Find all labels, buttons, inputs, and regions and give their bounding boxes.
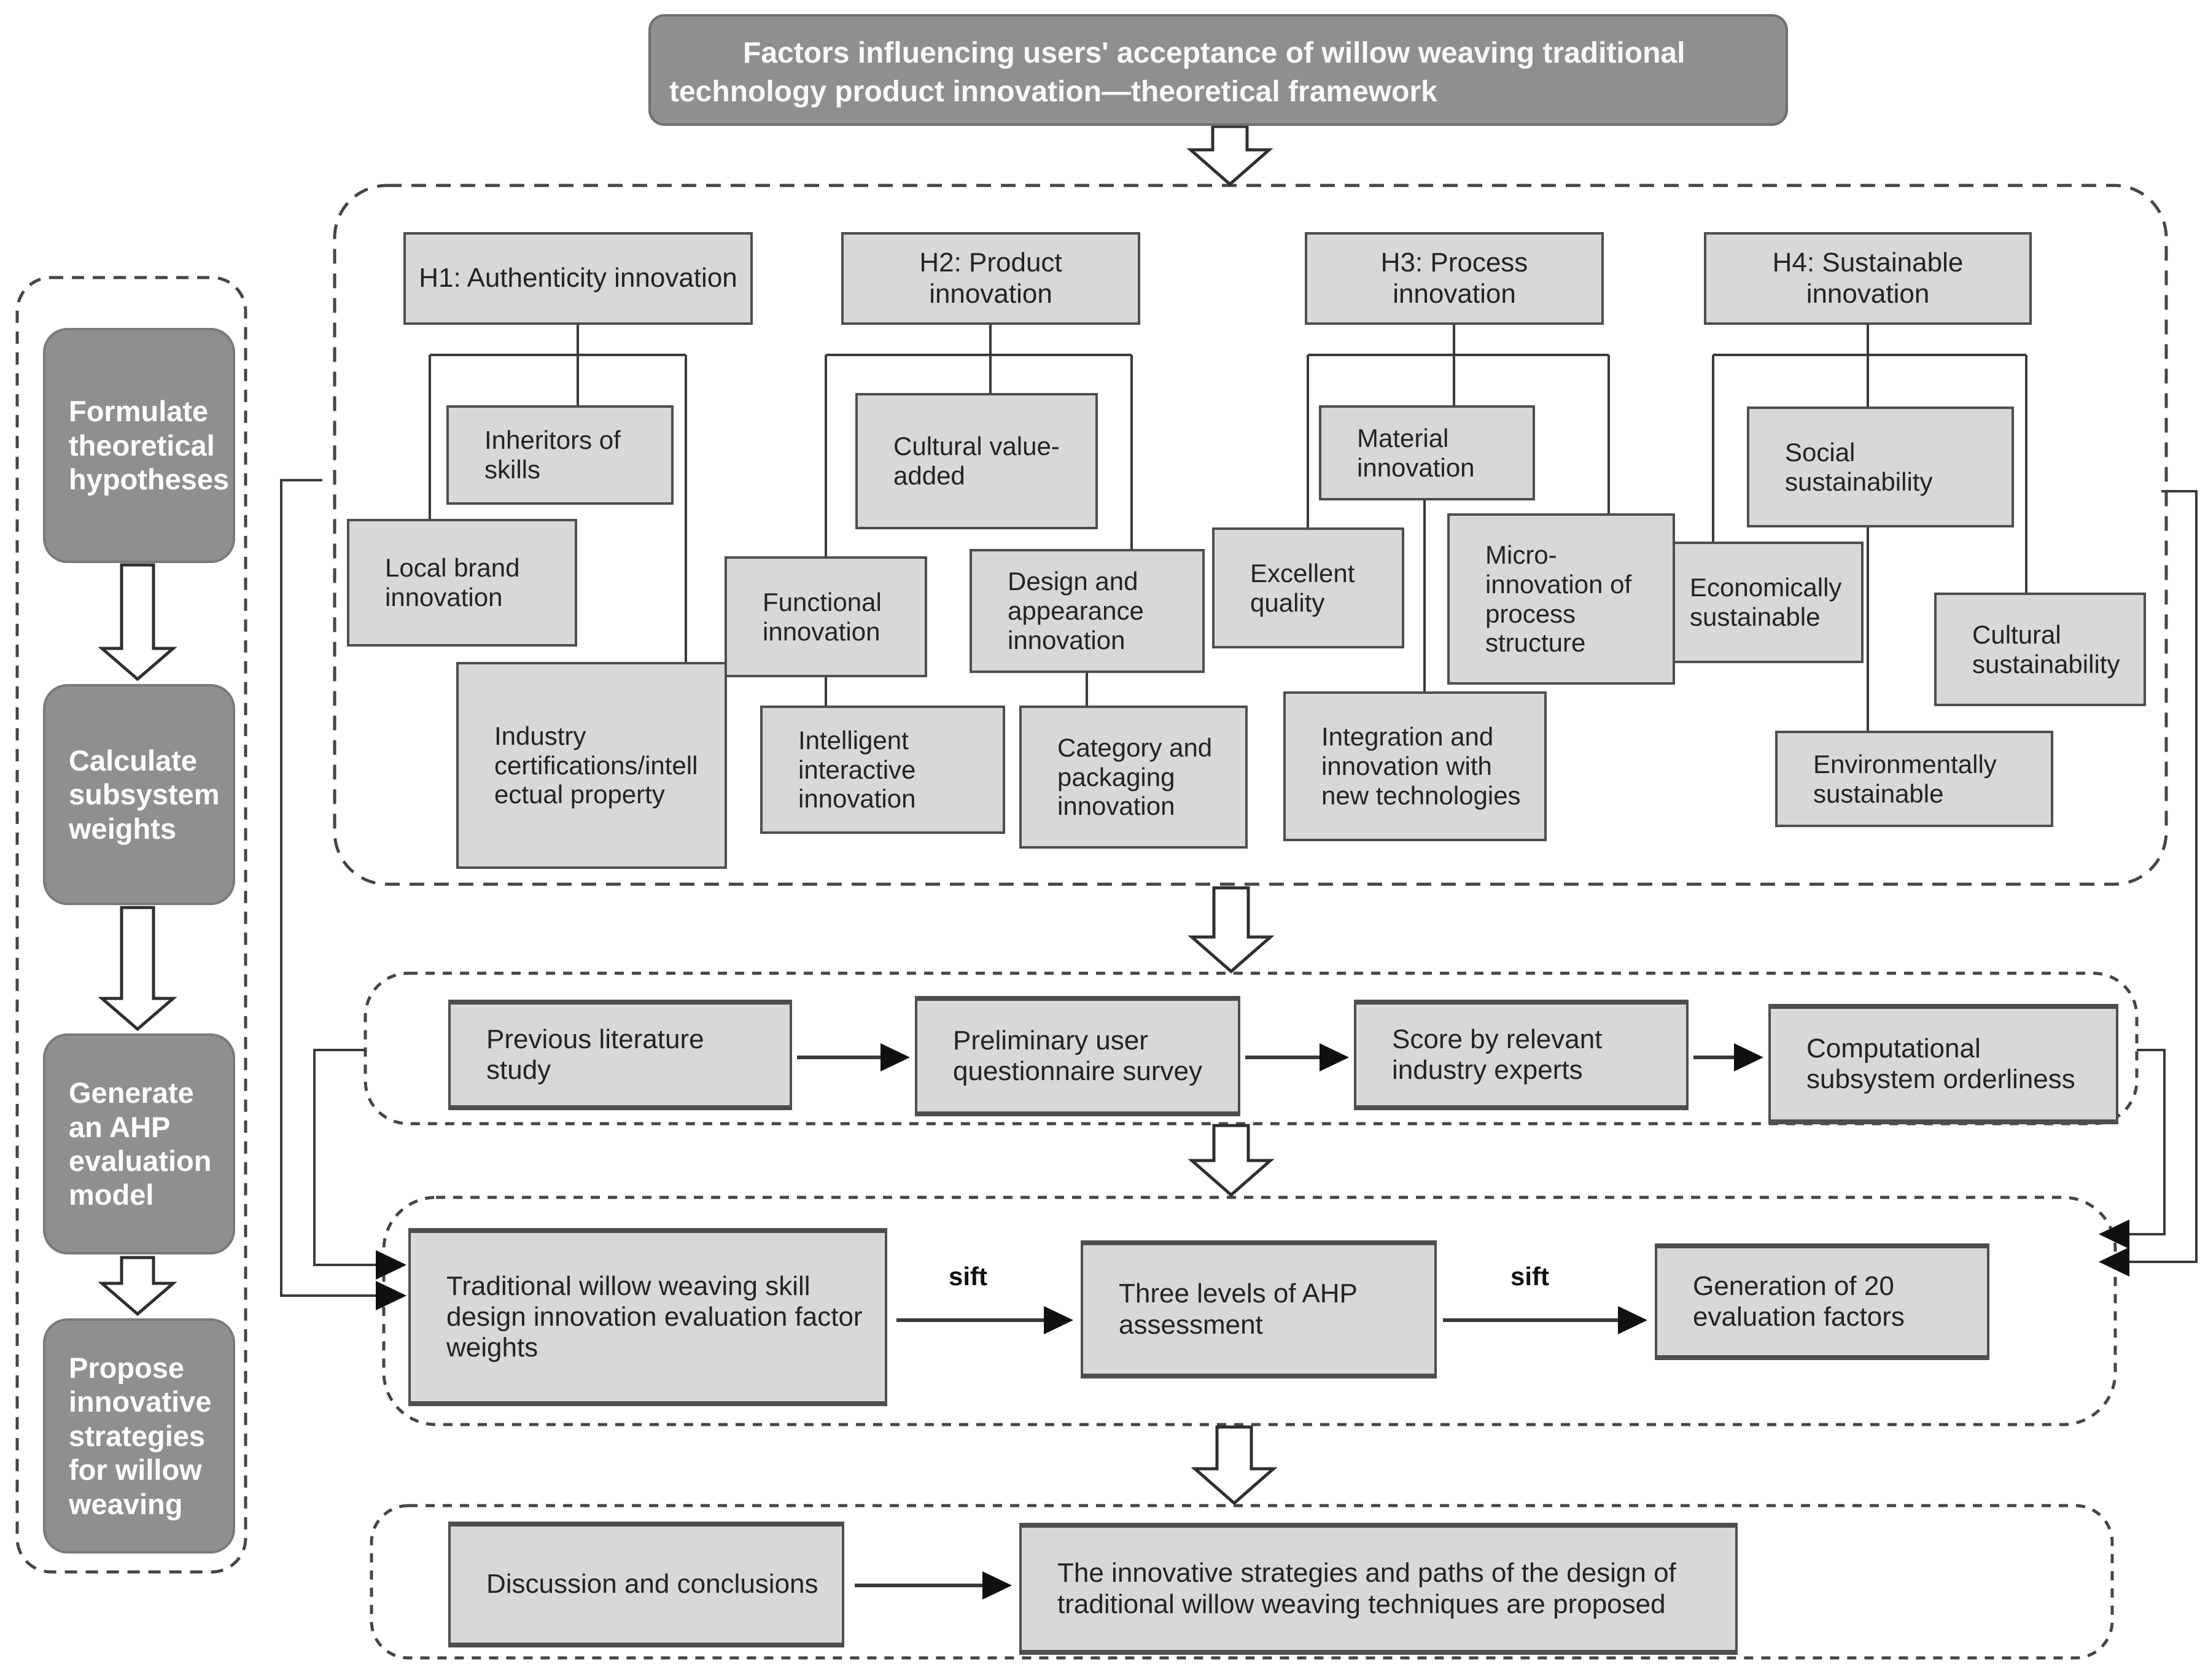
sift-arrow-2-head	[1618, 1306, 1647, 1334]
h2-child-intelligent-interactive-innovation: Intelligent interactive innovation	[760, 706, 1005, 834]
right-connector-arrowhead-upper	[2099, 1219, 2129, 1249]
ahp-step-generation-20-factors: Generation of 20 evaluation factors	[1655, 1243, 1989, 1360]
h3-child-integration-new-technologies: Integration and innovation with new tech…	[1283, 691, 1547, 841]
survey-step-preliminary-questionnaire: Preliminary user questionnaire survey	[915, 996, 1240, 1116]
down-arrow-survey-to-ahp	[1188, 1124, 1275, 1197]
diagram-title: Factors influencing users' acceptance of…	[648, 14, 1788, 126]
right-connector-arrowhead-lower	[2099, 1247, 2129, 1277]
h4-child-cultural-sustainability: Cultural sustainability	[1934, 593, 2146, 706]
h4-tree-lines	[1712, 325, 2027, 731]
sidebar-arrow-2	[98, 906, 177, 1032]
survey-row-dashed-container	[363, 971, 2139, 1126]
conclusion-step-innovative-strategies-proposed: The innovative strategies and paths of t…	[1019, 1523, 1738, 1655]
survey-arrow-2-head	[1320, 1043, 1349, 1071]
h3-child-material-innovation: Material innovation	[1319, 405, 1535, 500]
h2-child-category-packaging-innovation: Category and packaging innovation	[1019, 706, 1248, 849]
conclusion-row-dashed-container	[370, 1504, 2114, 1660]
left-connector-from-survey-row	[313, 1049, 377, 1266]
conclusion-step-discussion: Discussion and conclusions	[448, 1522, 844, 1647]
h2-child-cultural-value-added: Cultural value-added	[855, 393, 1098, 529]
ahp-step-evaluation-factor-weights: Traditional willow weaving skill design …	[408, 1228, 887, 1406]
sift-label-1: sift	[949, 1262, 987, 1291]
survey-step-previous-literature-study: Previous literature study	[448, 1000, 792, 1110]
h4-child-economically-sustainable: Economically sustainable	[1652, 542, 1864, 663]
h4-child-environmentally-sustainable: Environmentally sustainable	[1775, 731, 2053, 827]
h2-child-design-appearance-innovation: Design and appearance innovation	[970, 549, 1205, 673]
ahp-step-three-levels-assessment: Three levels of AHP assessment	[1081, 1240, 1437, 1379]
sidebar-step-generate-ahp-model: Generate an AHP evaluation model	[43, 1033, 235, 1254]
down-arrow-ahp-to-conclusion	[1191, 1425, 1278, 1506]
sidebar-arrow-3	[98, 1256, 177, 1316]
h1-tree-lines	[429, 325, 687, 662]
left-connector-arrowhead-lower	[376, 1281, 406, 1310]
h1-child-industry-certifications: Industry certifications/intellectual pro…	[456, 662, 727, 869]
survey-arrow-3-head	[1734, 1043, 1763, 1071]
h3-child-excellent-quality: Excellent quality	[1212, 527, 1404, 648]
sidebar-step-propose-strategies: Propose innovative strategies for willow…	[43, 1318, 235, 1554]
sidebar-arrow-1	[98, 563, 177, 682]
h1-authenticity-innovation: H1: Authenticity innovation	[403, 232, 753, 325]
left-connector-arrowhead-upper	[376, 1250, 406, 1280]
right-connector-from-survey-row	[2127, 1049, 2166, 1235]
sift-label-2: sift	[1510, 1262, 1549, 1291]
conclusion-arrow-head	[982, 1571, 1012, 1600]
h3-tree-lines	[1307, 325, 1610, 691]
h4-sustainable-innovation: H4: Sustainable innovation	[1704, 232, 2032, 325]
survey-arrow-1-head	[880, 1043, 910, 1071]
hypotheses-dashed-container	[333, 184, 2168, 886]
h2-tree-lines	[825, 325, 1133, 706]
h3-process-innovation: H3: Process innovation	[1305, 232, 1604, 325]
down-arrow-hypotheses-to-survey	[1188, 886, 1275, 974]
h3-child-micro-innovation-process-structure: Micro-innovation of process structure	[1447, 513, 1675, 685]
h2-child-functional-innovation: Functional innovation	[725, 556, 927, 677]
sidebar-step-calculate-weights: Calculate subsystem weights	[43, 684, 235, 905]
ahp-row-dashed-container	[382, 1196, 2117, 1426]
right-connector-from-hypotheses	[2127, 490, 2198, 1263]
h1-child-local-brand-innovation: Local brand innovation	[347, 519, 577, 647]
down-arrow-title-to-hypotheses	[1186, 125, 1273, 187]
h4-child-social-sustainability: Social sustainability	[1747, 406, 2014, 527]
h1-child-inheritors-of-skills: Inheritors of skills	[446, 405, 674, 505]
h2-product-innovation: H2: Product innovation	[841, 232, 1140, 325]
survey-step-score-by-experts: Score by relevant industry experts	[1354, 1000, 1689, 1110]
sidebar-dashed-container	[15, 276, 247, 1574]
left-connector-from-hypotheses	[280, 479, 377, 1297]
survey-step-computational-subsystem-orderliness: Computational subsystem orderliness	[1768, 1004, 2118, 1124]
sift-arrow-1-head	[1044, 1306, 1073, 1334]
sidebar-step-formulate-hypotheses: Formulate theoretical hypotheses	[43, 328, 235, 563]
